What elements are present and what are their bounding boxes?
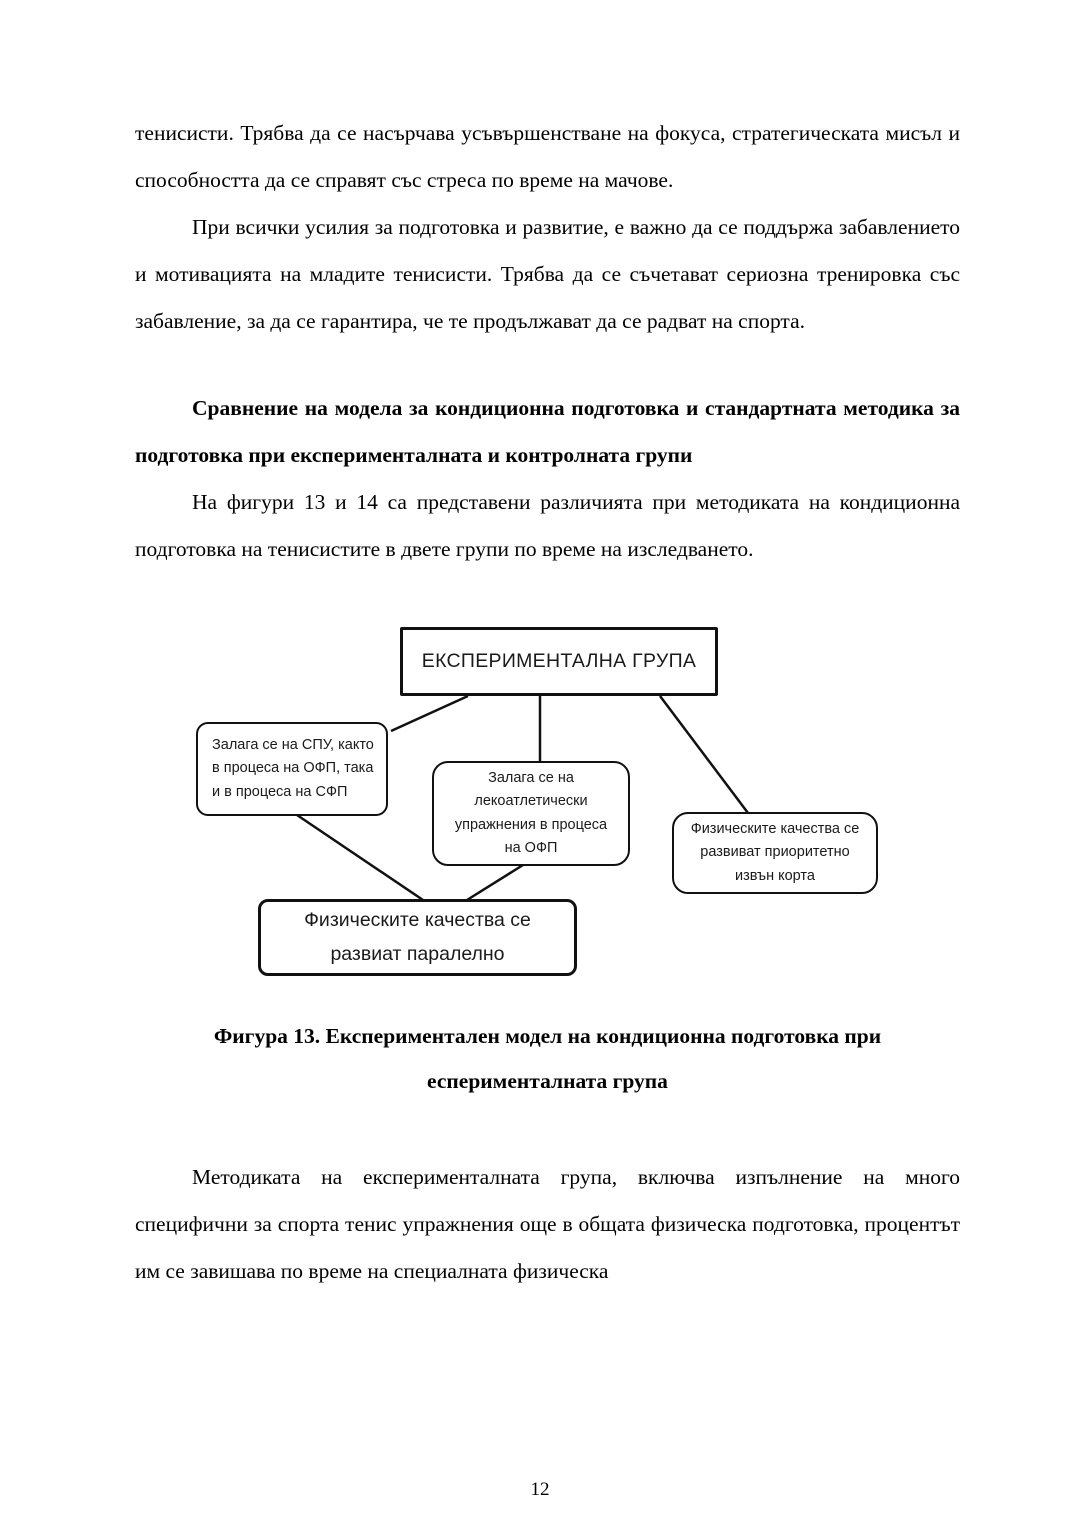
connector-lines	[296, 694, 749, 902]
figure-13-diagram: ЕКСПЕРИМЕНТАЛНА ГРУПА Залага се на СПУ, …	[135, 619, 960, 984]
parallel-development-box: Физическите качества се развиат паралелн…	[258, 899, 577, 976]
section-heading: Сравнение на модела за кондиционна подго…	[135, 396, 960, 467]
off-court-priority-box: Физическите качества се развиват приорит…	[672, 812, 878, 894]
paragraph: Методиката на експерименталната група, в…	[135, 1165, 960, 1283]
paragraph: На фигури 13 и 14 са представени различи…	[135, 490, 960, 561]
experimental-group-box: ЕКСПЕРИМЕНТАЛНА ГРУПА	[400, 627, 718, 696]
paragraph-continuation: тенисисти. Трябва да се насърчава усъвър…	[135, 121, 960, 192]
figure-caption: Фигура 13. Експериментален модел на конд…	[213, 1024, 882, 1093]
page-number: 12	[530, 1479, 550, 1500]
paragraph: При всички усилия за подготовка и развит…	[135, 215, 960, 333]
text-column: тенисисти. Трябва да се насърчава усъвър…	[135, 121, 960, 1283]
spu-method-box: Залага се на СПУ, както в процеса на ОФП…	[196, 722, 388, 816]
athletics-exercises-box: Залага се на лекоатлетически упражнения …	[432, 761, 630, 866]
